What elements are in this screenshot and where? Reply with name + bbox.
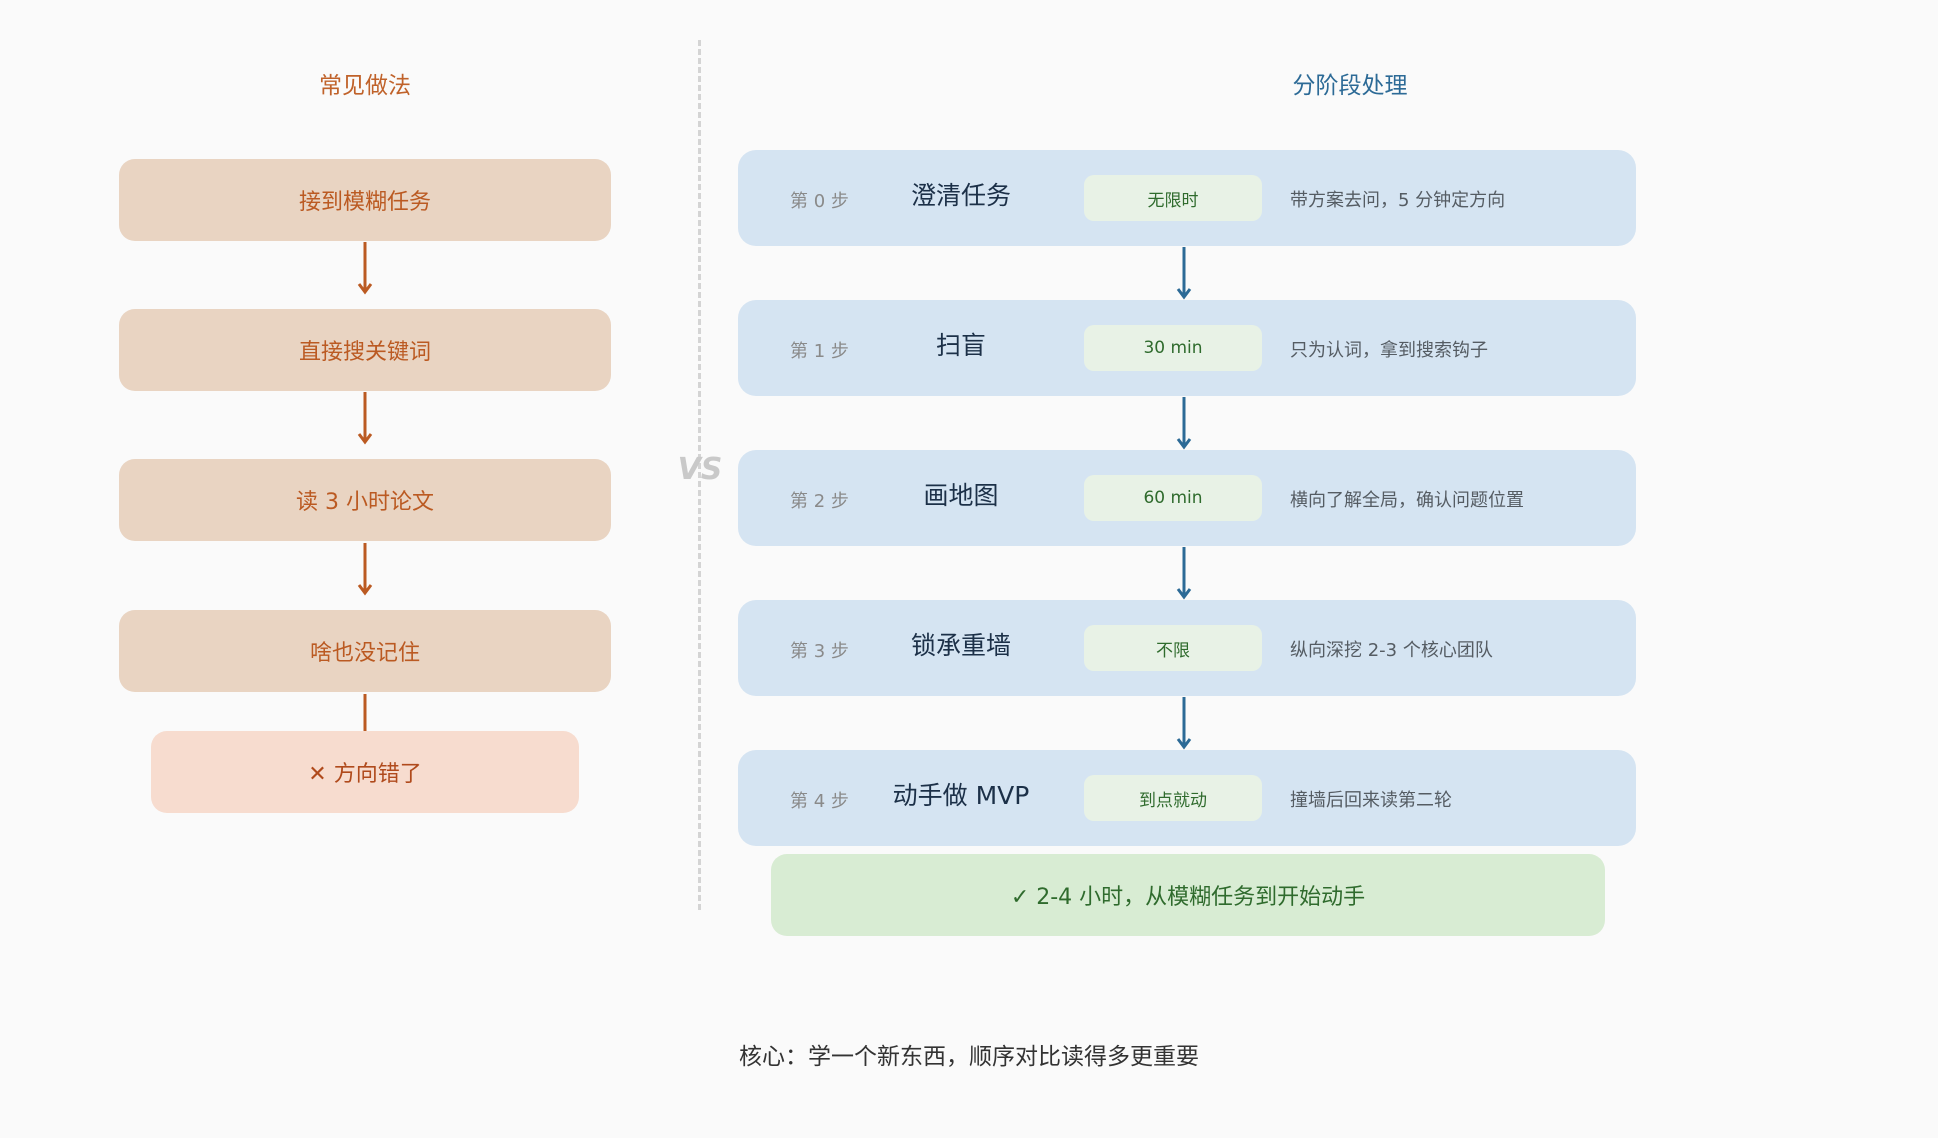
down-arrow-icon <box>1176 547 1192 600</box>
step-number: 第 3 步 <box>790 641 849 662</box>
down-arrow-icon <box>357 392 373 445</box>
right-result-box: ✓ 2-4 小时，从模糊任务到开始动手 <box>771 854 1605 936</box>
right-column-title: 分阶段处理 <box>1292 73 1408 99</box>
step-description: 纵向深挖 2-3 个核心团队 <box>1290 640 1493 661</box>
step-description: 带方案去问，5 分钟定方向 <box>1290 190 1506 211</box>
step-name: 动手做 MVP <box>892 781 1030 810</box>
step-description: 撞墙后回来读第二轮 <box>1290 790 1452 811</box>
step-name: 扫盲 <box>935 331 986 360</box>
step-card-4: 第 4 步 动手做 MVP 到点就动 撞墙后回来读第二轮 <box>738 750 1636 846</box>
time-pill: 60 min <box>1084 475 1262 521</box>
left-step-box: 直接搜关键词 <box>119 309 611 391</box>
time-pill: 无限时 <box>1084 175 1262 221</box>
step-number: 第 2 步 <box>790 491 849 512</box>
step-name: 锁承重墙 <box>910 631 1011 660</box>
left-result-box: ✕ 方向错了 <box>151 731 579 813</box>
down-arrow-icon <box>1176 697 1192 750</box>
step-card-1: 第 1 步 扫盲 30 min 只为认词，拿到搜索钩子 <box>738 300 1636 396</box>
down-arrow-icon <box>357 242 373 295</box>
step-card-2: 第 2 步 画地图 60 min 横向了解全局，确认问题位置 <box>738 450 1636 546</box>
down-arrow-icon <box>1176 247 1192 300</box>
step-number: 第 4 步 <box>790 791 849 812</box>
time-pill: 到点就动 <box>1084 775 1262 821</box>
step-number: 第 1 步 <box>790 341 849 362</box>
step-card-0: 第 0 步 澄清任务 无限时 带方案去问，5 分钟定方向 <box>738 150 1636 246</box>
left-step-box: 啥也没记住 <box>119 610 611 692</box>
time-pill: 不限 <box>1084 625 1262 671</box>
step-description: 只为认词，拿到搜索钩子 <box>1290 340 1488 361</box>
step-name: 画地图 <box>923 481 999 510</box>
left-column-title: 常见做法 <box>319 73 411 99</box>
step-name: 澄清任务 <box>910 181 1011 210</box>
time-pill: 30 min <box>1084 325 1262 371</box>
footer-caption: 核心：学一个新东西，顺序对比读得多更重要 <box>739 1044 1199 1070</box>
divider-line <box>698 40 701 910</box>
left-step-box: 读 3 小时论文 <box>119 459 611 541</box>
step-card-3: 第 3 步 锁承重墙 不限 纵向深挖 2-3 个核心团队 <box>738 600 1636 696</box>
step-description: 横向了解全局，确认问题位置 <box>1290 490 1524 511</box>
down-arrow-icon <box>1176 397 1192 450</box>
vs-label: VS <box>677 452 723 487</box>
down-arrow-icon <box>357 543 373 596</box>
left-step-box: 接到模糊任务 <box>119 159 611 241</box>
step-number: 第 0 步 <box>790 191 849 212</box>
